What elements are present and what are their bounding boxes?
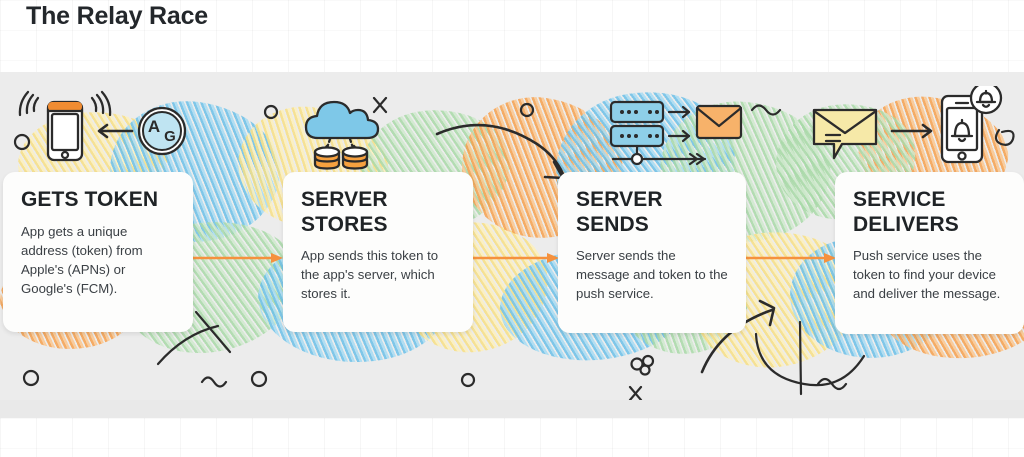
step-card-body: Server sends the message and token to th… bbox=[576, 248, 728, 302]
header: The Relay Race bbox=[0, 0, 1024, 72]
doodle-layer bbox=[13, 96, 1015, 400]
step-2-icons bbox=[296, 92, 392, 172]
step-card-server-stores[interactable]: SERVER STORES App sends this token to th… bbox=[283, 172, 473, 332]
footer-grid-texture bbox=[0, 418, 1024, 457]
message-bubble-icon bbox=[812, 108, 878, 160]
arrow-right-icon bbox=[640, 152, 707, 166]
cloud-icon bbox=[304, 100, 380, 140]
database-icon bbox=[341, 146, 369, 170]
step-card-gets-token[interactable]: GETS TOKEN App gets a unique address (to… bbox=[3, 172, 193, 332]
arrow-left-icon bbox=[97, 123, 134, 139]
step-card-body: App gets a unique address (token) from A… bbox=[21, 223, 143, 296]
apple-google-badge-icon: A G bbox=[137, 106, 187, 156]
envelope-icon bbox=[695, 104, 743, 140]
curve-arc-doodle bbox=[754, 332, 866, 387]
small-circle-doodle bbox=[519, 102, 535, 118]
x-mark-doodle bbox=[628, 385, 643, 400]
curved-arrow-doodle bbox=[758, 299, 776, 327]
step-card-title: GETS TOKEN bbox=[21, 188, 159, 211]
bottom-strip bbox=[0, 400, 1024, 418]
svg-text:G: G bbox=[164, 128, 176, 145]
arrow-right-icon bbox=[667, 129, 691, 143]
step-card-title: SERVICE DELIVERS bbox=[853, 188, 959, 236]
curved-arrow-doodle bbox=[435, 123, 565, 176]
phone-signal-icon bbox=[18, 90, 112, 162]
cloud-to-db-connector bbox=[324, 137, 332, 153]
step-card-service-delivers[interactable]: SERVICE DELIVERS Push service uses the t… bbox=[835, 172, 1024, 334]
bubbles-doodle bbox=[630, 354, 655, 376]
small-circle-doodle bbox=[22, 369, 40, 387]
connector-3-4 bbox=[744, 253, 836, 263]
cloud-to-db-connector bbox=[348, 137, 356, 153]
step-card-title: SERVER STORES bbox=[301, 188, 388, 236]
connector-1-2 bbox=[193, 253, 283, 263]
step-3-icons bbox=[605, 96, 745, 172]
step-card-title: SERVER SENDS bbox=[576, 188, 663, 236]
small-circle-doodle bbox=[13, 133, 31, 151]
squiggle-doodle bbox=[200, 376, 228, 388]
step-1-icons: A G bbox=[14, 86, 194, 172]
database-icon bbox=[313, 146, 341, 170]
step-card-body: App sends this token to the app's server… bbox=[301, 248, 439, 302]
swash-doodle bbox=[994, 128, 1015, 146]
curve-arc-doodle bbox=[798, 320, 803, 396]
curve-arc-doodle bbox=[194, 310, 232, 354]
step-card-server-sends[interactable]: SERVER SENDS Server sends the message an… bbox=[558, 172, 746, 333]
step-card-body: Push service uses the token to find your… bbox=[853, 248, 1001, 302]
x-mark-doodle bbox=[372, 96, 388, 114]
curved-arrow-doodle bbox=[700, 308, 774, 374]
step-4-icons bbox=[808, 81, 1008, 172]
arrow-right-icon bbox=[667, 105, 691, 119]
curve-arc-doodle bbox=[156, 324, 220, 366]
arrow-right-icon bbox=[890, 123, 933, 139]
page-title: The Relay Race bbox=[26, 2, 209, 30]
svg-text:A: A bbox=[148, 117, 160, 136]
small-circle-doodle bbox=[460, 372, 476, 388]
small-circle-doodle bbox=[250, 370, 268, 388]
server-rack-icon bbox=[609, 100, 665, 166]
squiggle-doodle bbox=[750, 104, 782, 116]
connector-2-3 bbox=[469, 253, 559, 263]
phone-bell-notification-icon bbox=[940, 81, 1003, 164]
small-circle-doodle bbox=[263, 104, 279, 120]
